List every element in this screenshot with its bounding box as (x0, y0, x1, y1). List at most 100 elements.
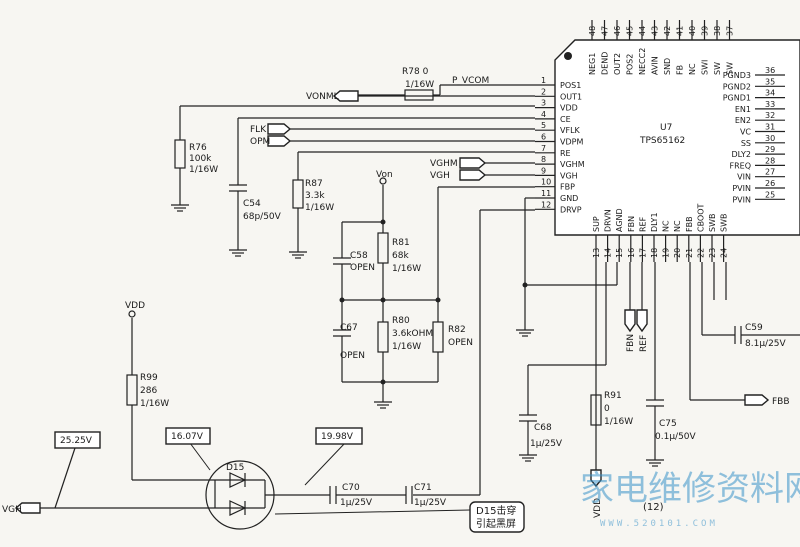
c54-ref: C54 (243, 199, 261, 209)
pin-name: PGND1 (723, 94, 751, 103)
pin-name: CBOOT (696, 203, 705, 232)
flk-label: FLK (250, 125, 267, 135)
vgh-out-flag (14, 502, 41, 514)
wires (40, 84, 800, 530)
pin-number: 25 (765, 190, 775, 199)
pin-number: 29 (765, 145, 775, 154)
vgh-out-label: VGH (2, 505, 22, 515)
c75-ref: C75 (659, 419, 677, 429)
pin-number: 47 (601, 26, 610, 36)
pin-number: 23 (708, 248, 717, 258)
r87-ref: R87 (305, 179, 323, 189)
pin-number: 5 (541, 121, 546, 130)
pin-number: 48 (588, 26, 597, 36)
pin-name: VFLK (560, 126, 581, 135)
pin-number: 6 (541, 133, 546, 142)
pin-name: RE (560, 149, 571, 158)
pin-name: NC (662, 220, 671, 232)
flk-flag (267, 123, 292, 135)
c75-value: 0.1μ/50V (655, 432, 697, 442)
pin-number: 9 (541, 166, 546, 175)
pin-number: 38 (713, 26, 722, 36)
r81-power: 1/16W (392, 264, 421, 274)
r78-value: 1/16W (405, 80, 434, 90)
pin-name: POS2 (626, 54, 635, 75)
pin-name: VDPM (560, 138, 583, 147)
callout-16v: 16.07V (171, 432, 204, 442)
r76-value: 100k (189, 154, 212, 164)
c70-ref: C70 (342, 483, 360, 493)
r91-power: 1/16W (604, 417, 633, 427)
pin-name: AVIN (651, 56, 660, 75)
pin-name: SWI (701, 60, 710, 75)
pin-number: 37 (726, 26, 735, 36)
fbb-label: FBB (772, 397, 790, 407)
pin-name: SW (726, 62, 735, 75)
pin-number: 34 (765, 89, 775, 98)
pin-name: GND (560, 194, 578, 203)
r82-value: OPEN (448, 338, 473, 348)
pin-number: 36 (765, 66, 775, 75)
pin-name: NC (673, 220, 682, 232)
pin-number: 16 (627, 248, 636, 258)
c70-value: 1μ/25V (340, 498, 373, 508)
ground-symbols (171, 204, 664, 467)
pin-name: SWB (708, 214, 717, 232)
pin-name: DLY2 (731, 150, 751, 159)
pin-name: PVIN (732, 184, 751, 193)
pin-number: 26 (765, 179, 775, 188)
pin-number: 15 (615, 248, 624, 258)
r81-ref: R81 (392, 238, 410, 248)
r76-power: 1/16W (189, 165, 218, 175)
labels: P_VCOM R78 0 1/16W VONML FLK OPM VGHM VG… (2, 67, 790, 530)
vdd-label: VDD (125, 301, 145, 311)
vonml-flag (332, 90, 359, 102)
pin-number: 40 (688, 26, 697, 36)
pin-name: NEG1 (588, 53, 597, 75)
c59-value: 8.1μ/25V (745, 339, 787, 349)
r87-value: 3.3k (305, 191, 325, 201)
pin-name: PGND3 (723, 71, 751, 80)
pin-number: 18 (650, 248, 659, 258)
pin-name: FBN (627, 216, 636, 232)
r80-ref: R80 (392, 316, 410, 326)
pin-number: 43 (651, 26, 660, 36)
pin-number: 33 (765, 100, 775, 109)
pin-number: 32 (765, 111, 775, 120)
r81-value: 68k (392, 251, 409, 261)
c68-value: 1μ/25V (530, 439, 563, 449)
ic-part: TPS65162 (639, 136, 685, 146)
c58-ref: C58 (350, 251, 368, 261)
pin-name: FBB (685, 216, 694, 232)
ic-top-pins: 48NEG147DEND46OUT245POS244NECC243AVIN42S… (588, 20, 735, 75)
pin-number: 46 (613, 26, 622, 36)
c67-value: OPEN (340, 351, 365, 361)
pin-number: 42 (663, 26, 672, 36)
pin-name: DLY1 (650, 212, 659, 232)
pin-number: 17 (638, 248, 647, 258)
ic-ref: U7 (660, 123, 672, 133)
callout-25v: 25.25V (60, 436, 93, 446)
pin-name: FBP (560, 183, 575, 192)
pin-number: 14 (604, 248, 613, 258)
net-flags (14, 90, 770, 514)
pin-number: 20 (673, 248, 682, 258)
pin-number: 13 (592, 248, 601, 258)
voltage-callouts (54, 427, 525, 533)
ic-right-pins: 36PGND335PGND234PGND133EN132EN231VC30SS2… (723, 66, 785, 204)
pin-number: 28 (765, 156, 775, 165)
pin-number: 10 (541, 178, 551, 187)
vonml-label: VONML (306, 92, 339, 102)
von-terminal (379, 177, 387, 185)
r76-ref: R76 (189, 143, 207, 153)
page-number: (12) (643, 502, 664, 513)
r80-value: 3.6kOHM (392, 329, 433, 339)
pin-name: DEND (601, 52, 610, 75)
junctions (339, 219, 528, 385)
vdd-bottom-flag (590, 469, 602, 488)
c71-value: 1μ/25V (414, 498, 447, 508)
r91-ref: R91 (604, 391, 622, 401)
pin-name: SS (741, 139, 751, 148)
pin-name: REF (638, 216, 647, 232)
